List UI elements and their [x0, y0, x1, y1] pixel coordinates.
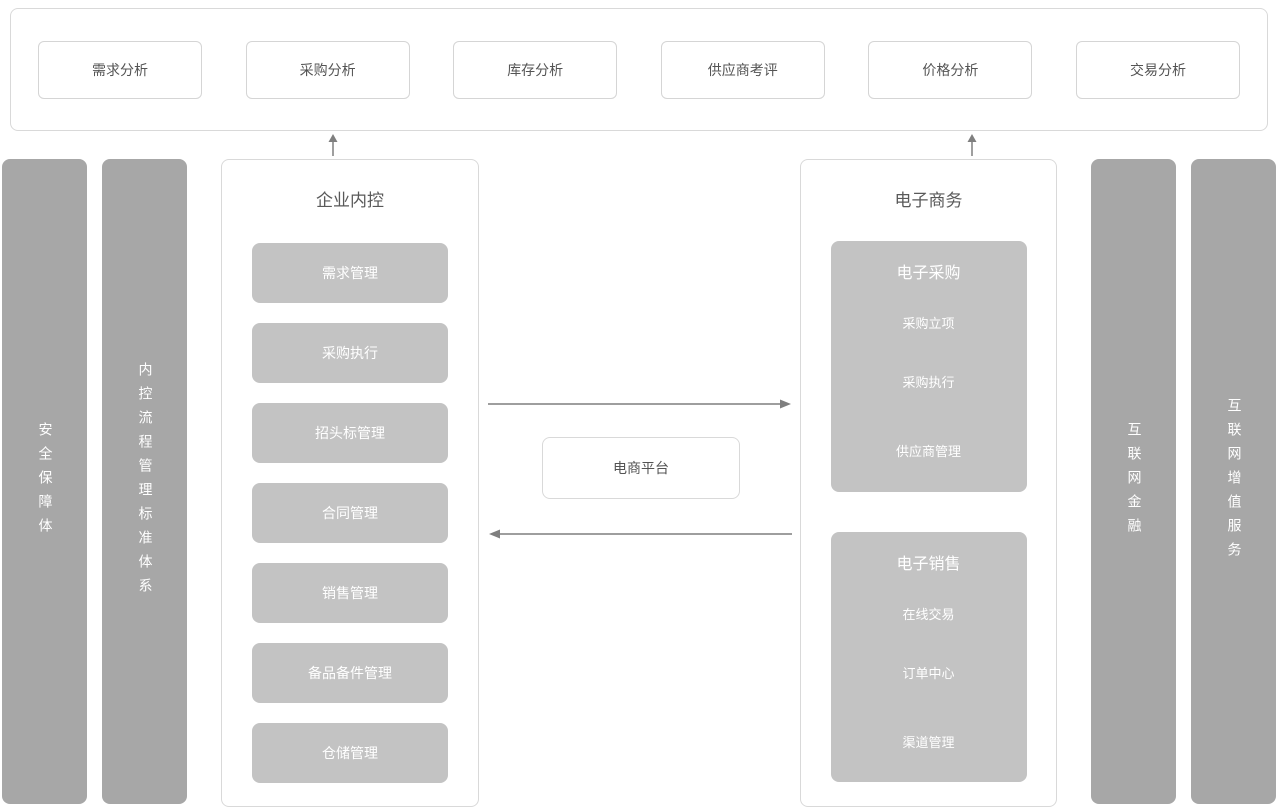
node-label: 销售管理: [322, 586, 378, 602]
right-arrow-icon: [488, 399, 791, 409]
analysis-box-label: 交易分析: [1129, 62, 1186, 79]
node-label: 合同管理: [322, 506, 378, 522]
node-label: 采购执行: [322, 346, 378, 362]
group-e-sales: 电子销售 在线交易 订单中心 渠道管理: [830, 532, 1027, 782]
pillar-label: 内控流程管理标准体系: [136, 361, 153, 602]
pillar-control-standard: 内控流程管理标准体系: [102, 159, 187, 804]
analysis-box-purchase: 采购分析: [245, 40, 410, 99]
ecommerce-platform-box: 电商平台: [542, 437, 740, 499]
node-sales-mgmt: 销售管理: [252, 563, 448, 623]
pillar-label: 安全保障体: [36, 421, 53, 542]
analysis-box-demand: 需求分析: [38, 40, 202, 99]
group-title: 电子采购: [896, 263, 961, 282]
group-item: 订单中心: [902, 667, 955, 682]
node-warehouse-mgmt: 仓储管理: [252, 723, 448, 783]
pillar-label: 互联网金融: [1125, 421, 1142, 542]
analysis-box-label: 供应商考评: [707, 62, 778, 79]
group-item: 采购执行: [902, 376, 955, 391]
ecommerce-panel: 电子商务 电子采购 采购立项 采购执行 供应商管理 电子销售 在线交易 订单中心…: [800, 159, 1057, 807]
up-arrow-icon: [328, 134, 338, 156]
platform-label: 电商平台: [613, 461, 669, 477]
analysis-box-price: 价格分析: [868, 40, 1033, 99]
pillar-label: 互联网增值服务: [1225, 397, 1242, 566]
group-item: 供应商管理: [895, 445, 961, 460]
node-spareparts-mgmt: 备品备件管理: [252, 643, 448, 703]
group-item: 渠道管理: [902, 736, 955, 751]
pillar-security: 安全保障体: [2, 159, 87, 804]
node-purchase-exec: 采购执行: [252, 323, 448, 383]
node-contract-mgmt: 合同管理: [252, 483, 448, 543]
left-arrow-icon: [489, 529, 792, 539]
node-label: 招头标管理: [315, 426, 385, 442]
pillar-internet-vas: 互联网增值服务: [1191, 159, 1276, 804]
analysis-box-label: 需求分析: [92, 62, 148, 79]
group-title: 电子销售: [896, 554, 961, 573]
panel-title: 电子商务: [894, 191, 963, 211]
up-arrow-icon: [967, 134, 977, 156]
analysis-box-inventory: 库存分析: [453, 40, 618, 99]
node-demand-mgmt: 需求管理: [252, 243, 448, 303]
node-bidding-mgmt: 招头标管理: [252, 403, 448, 463]
analysis-box-supplier: 供应商考评: [660, 40, 825, 99]
group-item: 采购立项: [902, 317, 955, 332]
analysis-strip: 需求分析 采购分析 库存分析 供应商考评 价格分析 交易分析: [10, 8, 1268, 131]
pillar-internet-finance: 互联网金融: [1091, 159, 1176, 804]
analysis-box-label: 采购分析: [299, 62, 356, 79]
group-e-procurement: 电子采购 采购立项 采购执行 供应商管理: [830, 241, 1027, 492]
node-label: 需求管理: [322, 266, 378, 282]
analysis-box-trade: 交易分析: [1075, 40, 1240, 99]
internal-control-panel: 企业内控 需求管理 采购执行 招头标管理 合同管理 销售管理 备品备件管理 仓储…: [221, 159, 479, 807]
panel-title: 企业内控: [316, 191, 384, 211]
group-item: 在线交易: [902, 608, 955, 623]
node-label: 仓储管理: [322, 746, 378, 762]
analysis-box-label: 价格分析: [922, 62, 979, 79]
analysis-box-label: 库存分析: [507, 62, 564, 79]
node-label: 备品备件管理: [308, 666, 392, 682]
